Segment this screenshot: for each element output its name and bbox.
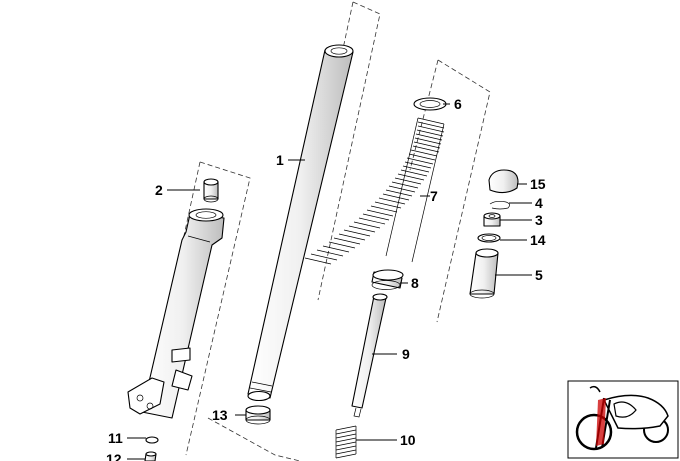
callout-13: 13: [212, 407, 228, 423]
slide-ring-part: [245, 405, 271, 425]
spacer-tube-part: [469, 248, 499, 299]
callout-14: 14: [530, 232, 546, 248]
fork-tube-part: [247, 44, 354, 402]
fork-spring-part: [304, 117, 445, 265]
motorcycle-icon: [575, 385, 669, 451]
top-washer-part: [413, 97, 447, 111]
spring-seat-part: [371, 269, 404, 290]
bushing-part: [203, 178, 219, 203]
bolt-part: [144, 451, 157, 461]
o-ring-part: [477, 233, 501, 243]
washer-part: [145, 436, 159, 444]
adjuster-part: [483, 212, 501, 227]
callout-11: 11: [108, 430, 123, 446]
cap-part: [488, 169, 519, 194]
callout-5: 5: [535, 267, 543, 283]
dashed-frame-spring: [409, 59, 491, 323]
callout-1: 1: [276, 152, 284, 168]
callout-9: 9: [402, 346, 410, 362]
callout-2: 2: [155, 182, 163, 198]
callout-7: 7: [430, 188, 438, 204]
circlip-part: [489, 200, 510, 210]
callout-6: 6: [454, 96, 462, 112]
small-spring-part: [335, 425, 357, 459]
dashed-frame-fork-leg: [169, 161, 251, 456]
dashed-frame-bottom: [207, 417, 301, 461]
callout-10: 10: [400, 432, 416, 448]
motorcycle-thumbnail: [567, 380, 679, 459]
callout-8: 8: [411, 275, 419, 291]
leader-lines: [127, 103, 532, 460]
damper-rod-part: [351, 293, 388, 418]
callout-15: 15: [530, 176, 546, 192]
fork-slider-part: [127, 208, 225, 419]
callout-3: 3: [535, 212, 543, 228]
callout-4: 4: [535, 195, 543, 211]
callout-12: 12: [106, 451, 122, 461]
